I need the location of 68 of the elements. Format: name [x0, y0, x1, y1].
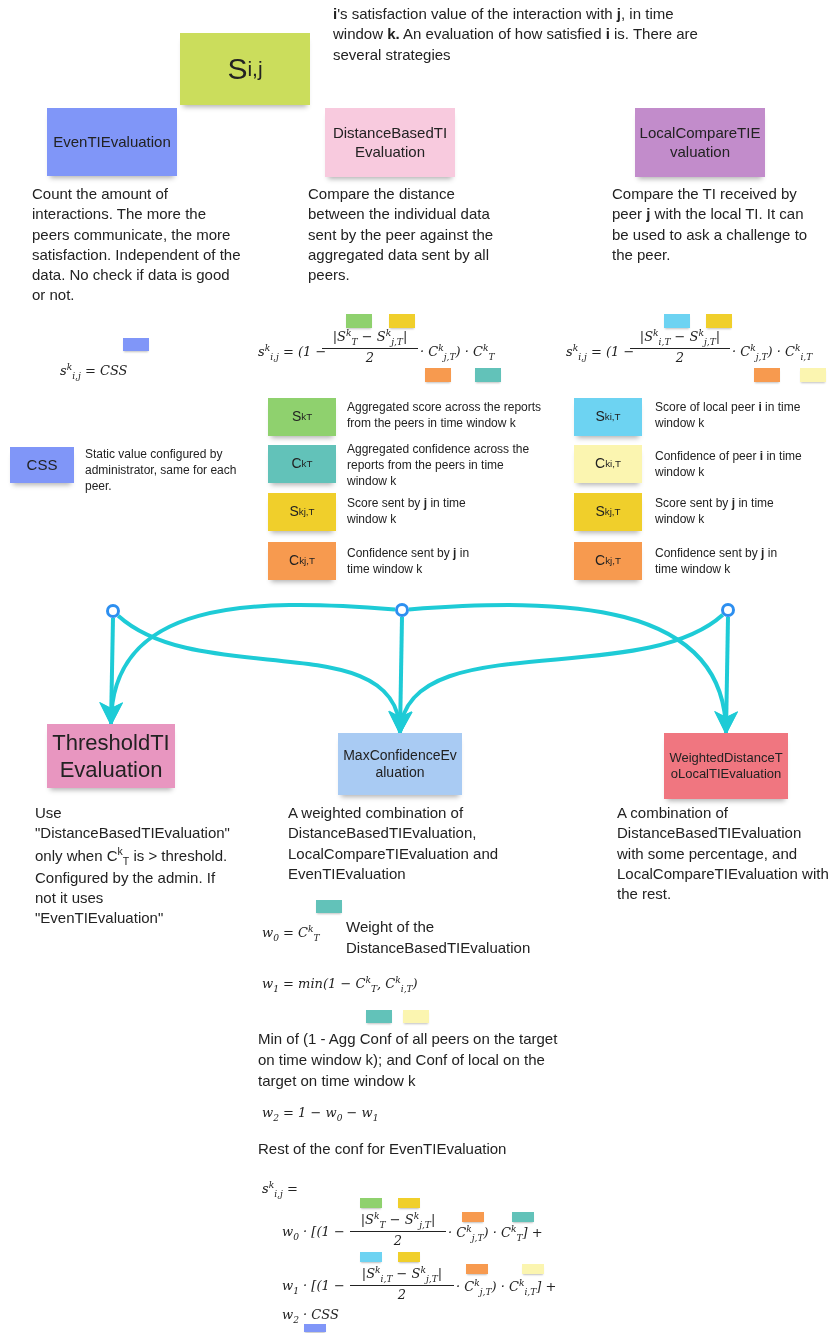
description-text: Confidence sent by j in time window k [347, 545, 471, 578]
sticky-note: DistanceBasedTIEvaluation [325, 108, 455, 177]
color-tag [475, 368, 501, 382]
color-tag [346, 314, 372, 328]
description-text: Aggregated confidence across the reports from the peers in time window k [347, 441, 531, 490]
color-tag [664, 314, 690, 328]
formula: s$^{k}$$_{i,j}$ = [262, 1180, 298, 1199]
formula: w$_{2}$ = 1 − w$_{0}$ − w$_{1}$ [262, 1105, 379, 1123]
sticky-note: MaxConfidenceEvaluation [338, 733, 462, 795]
note-text: Weight of the DistanceBasedTIEvaluation [346, 917, 532, 958]
color-tag [398, 1198, 420, 1208]
formula: w$_{0}$ · [(1 − [282, 1224, 345, 1242]
color-tag [123, 338, 149, 351]
fraction-numerator: |S$^{k}$$_{T}$ − S$^{k}$$_{j,T}$| [322, 328, 418, 349]
description-text: Score sent by j in time window k [655, 495, 775, 528]
description-text: A combination of DistanceBasedTIEvaluation with some percentage, and LocalCompareTIEvaluation with the rest. [617, 803, 830, 904]
connector-dot [395, 603, 409, 617]
description-text: Use "DistanceBasedTIEvaluation" only when C$^{k}$$_{T}$ is > threshold. Configured by the admin. If not it uses "EvenTIEvaluation" [35, 803, 230, 929]
color-tag [800, 368, 826, 382]
color-tag [360, 1198, 382, 1208]
fraction-denominator: 2 [392, 1233, 404, 1248]
description-text: Compare the distance between the individual data sent by the peer against the aggregated data sent by all peers. [308, 184, 495, 285]
formula: · C$^{k}$$_{j,T}$) · C$^{k}$$_{T}$] + [448, 1224, 543, 1243]
sticky-note: LocalCompareTIEvaluation [635, 108, 765, 177]
description-text: Static value configured by administrator, same for each peer. [85, 446, 238, 495]
description-text: Count the amount of interactions. The more the peers communicate, the more satisfaction. Independent of the data. No check if data is good or not. [32, 184, 242, 306]
color-tag [512, 1212, 534, 1222]
description-text: Score sent by j in time window k [347, 495, 467, 528]
fraction-numerator: |S$^{k}$$_{i,T}$ − S$^{k}$$_{j,T}$| [630, 328, 730, 349]
note-text: Min of (1 - Agg Conf of all peers on the target on time window k); and Conf of local on the target on time window k [258, 1029, 559, 1091]
color-tag [706, 314, 732, 328]
description-text: Aggregated score across the reports from the peers in time window k [347, 399, 543, 432]
connector-dot [721, 603, 735, 617]
color-tag [403, 1010, 429, 1023]
sticky-note: CSS [10, 447, 74, 483]
fraction-numerator: |S$^{k}$$_{i,T}$ − S$^{k}$$_{j,T}$| [350, 1265, 454, 1286]
description-text: A weighted combination of DistanceBasedTIEvaluation, LocalCompareTIEvaluation and EvenTIEvaluation [288, 803, 500, 884]
arrow [101, 603, 396, 726]
fraction-denominator: 2 [364, 350, 376, 365]
description-text: i's satisfaction value of the interaction with j, in time window k. An evaluation of how satisfied i is. There are several strategies [333, 4, 699, 65]
color-tag [360, 1252, 382, 1262]
note-text: Rest of the conf for EvenTIEvaluation [258, 1139, 508, 1159]
description-text: Score of local peer i in time window k [655, 399, 802, 432]
description-text: Compare the TI received by peer j with the local TI. It can be used to ask a challenge to the peer. [612, 184, 809, 265]
fraction-denominator: 2 [396, 1287, 408, 1302]
color-tag [466, 1264, 488, 1274]
formula: w$_{1}$ · [(1 − [282, 1278, 345, 1296]
color-tag [462, 1212, 484, 1222]
sticky-note: WeightedDistanceToLocalTIEvaluation [664, 733, 788, 799]
color-tag [398, 1252, 420, 1262]
formula: w$_{1}$ = min(1 − C$^{k}$$_{T}$, C$^{k}$$_{i,T}$) [262, 975, 418, 994]
description-text: Confidence sent by j in time window k [655, 545, 779, 578]
color-tag [304, 1324, 326, 1332]
fraction-denominator: 2 [674, 350, 686, 365]
color-tag [366, 1010, 392, 1023]
color-tag [316, 900, 342, 913]
formula: s$^{k}$$_{i,j}$ = CSS [60, 362, 128, 381]
formula: · C$^{k}$$_{j,T}$) · C$^{k}$$_{i,T}$] + [456, 1278, 557, 1297]
fraction-numerator: |S$^{k}$$_{T}$ − S$^{k}$$_{j,T}$| [350, 1211, 446, 1232]
color-tag [522, 1264, 544, 1274]
color-tag [389, 314, 415, 328]
sticky-note: ThresholdTIEvaluation [47, 724, 175, 788]
connector-dot [106, 604, 120, 618]
color-tag [425, 368, 451, 382]
formula: w$_{2}$ · CSS [282, 1307, 339, 1325]
color-tag [754, 368, 780, 382]
sticky-note: EvenTIEvaluation [47, 108, 177, 176]
description-text: Confidence of peer i in time window k [655, 448, 803, 481]
